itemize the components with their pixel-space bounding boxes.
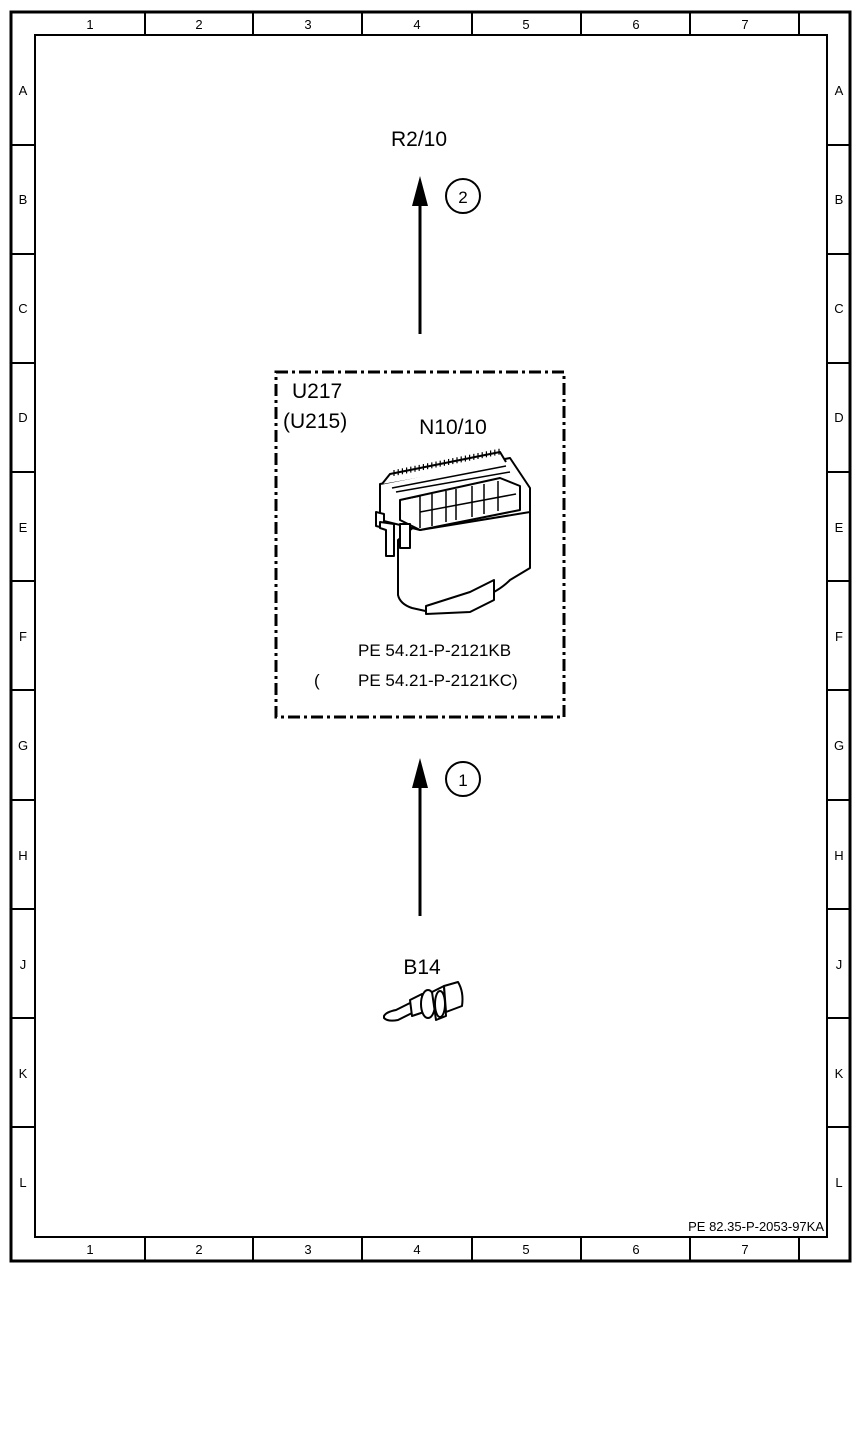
circle-marker-2 (445, 178, 481, 214)
row-label-left: C (18, 301, 27, 316)
column-label-top: 5 (522, 17, 529, 32)
circle-marker-1-label: 1 (458, 771, 467, 790)
inner-frame (34, 34, 828, 1238)
row-label-left: J (20, 957, 27, 972)
box-title-u215: (U215) (283, 410, 347, 433)
column-label-top: 1 (86, 17, 93, 32)
circle-marker-1 (445, 761, 481, 797)
row-label-left: D (18, 410, 27, 425)
row-label-right: F (835, 629, 843, 644)
row-label-right: J (836, 957, 843, 972)
column-label-top: 3 (304, 17, 311, 32)
row-label-right: A (835, 83, 844, 98)
box-title-u217: U217 (292, 380, 342, 403)
connector-pins (393, 448, 500, 476)
row-label-left: H (18, 848, 27, 863)
reference-kc-paren: ( (314, 671, 320, 690)
reference-kb: PE 54.21-P-2121KB (358, 641, 511, 660)
row-labels-left: A B C D E F G H J K L (18, 83, 28, 1190)
column-label-top: 7 (741, 17, 748, 32)
column-labels-bottom: 1 2 3 4 5 6 7 (86, 1242, 748, 1257)
column-labels-top: 1 2 3 4 5 6 7 (86, 17, 748, 32)
arrowhead-top (412, 176, 428, 206)
column-label-bottom: 2 (195, 1242, 202, 1257)
row-label-left: E (19, 520, 28, 535)
row-label-left: K (19, 1066, 28, 1081)
sensor-label-b14: B14 (403, 956, 441, 979)
module-relay-lines (391, 465, 517, 528)
row-label-right: G (834, 738, 844, 753)
row-labels-right: A B C D E F G H J K L (834, 83, 844, 1190)
column-label-bottom: 5 (522, 1242, 529, 1257)
row-label-right: E (835, 520, 844, 535)
column-label-bottom: 4 (413, 1242, 420, 1257)
row-label-right: H (834, 848, 843, 863)
row-label-left: F (19, 629, 27, 644)
row-label-left: G (18, 738, 28, 753)
column-label-bottom: 6 (632, 1242, 639, 1257)
column-label-bottom: 1 (86, 1242, 93, 1257)
column-ticks (144, 12, 800, 1261)
row-label-right: B (835, 192, 844, 207)
control-module-illustration (375, 451, 531, 615)
row-label-left: B (19, 192, 28, 207)
row-label-right: K (835, 1066, 844, 1081)
column-label-top: 6 (632, 17, 639, 32)
temperature-sensor-illustration (383, 981, 464, 1022)
row-label-left: A (19, 83, 28, 98)
column-label-top: 2 (195, 17, 202, 32)
column-label-top: 4 (413, 17, 420, 32)
outer-frame (9, 10, 852, 1263)
module-label-n10-10: N10/10 (419, 416, 487, 439)
row-label-right: L (835, 1175, 842, 1190)
top-target-label: R2/10 (391, 128, 447, 151)
footer-reference: PE 82.35-P-2053-97KA (688, 1219, 824, 1234)
row-label-right: D (834, 410, 843, 425)
arrowhead-bottom (412, 758, 428, 788)
module-boundary-box (274, 370, 566, 719)
row-label-left: L (19, 1175, 26, 1190)
circle-marker-2-label: 2 (458, 188, 467, 207)
reference-kc: PE 54.21-P-2121KC) (358, 671, 518, 690)
column-label-bottom: 3 (304, 1242, 311, 1257)
row-ticks (11, 144, 850, 1128)
row-label-right: C (834, 301, 843, 316)
column-label-bottom: 7 (741, 1242, 748, 1257)
